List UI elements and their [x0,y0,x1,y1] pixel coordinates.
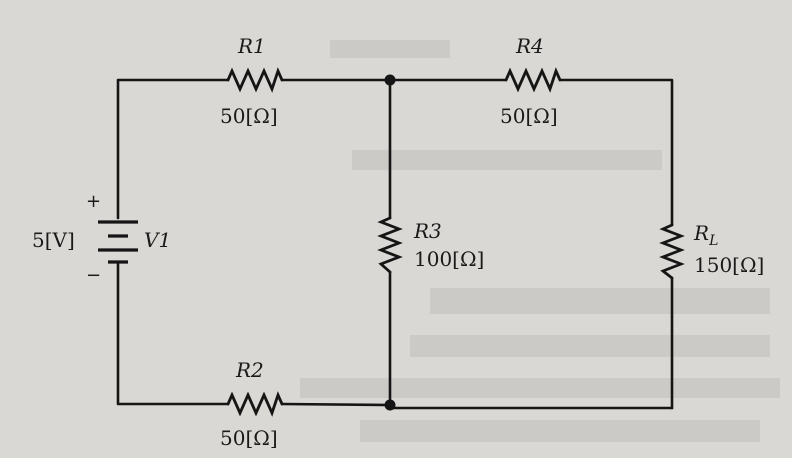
resistor-r4: R4 50[Ω] [500,34,562,128]
resistor-r2-zigzag [226,391,284,417]
junction-node-bottom [384,399,396,411]
battery-name-label: V1 [144,228,171,252]
resistor-r3: R3 100[Ω] [377,216,484,274]
resistor-rl-name-subscript: L [708,233,718,249]
resistor-r2-name: R2 [235,358,264,382]
resistor-r3-value: 100[Ω] [414,247,484,271]
wire-bottom-middle [280,402,392,407]
resistor-r2: R2 50[Ω] [220,358,284,450]
battery-minus-sign: − [86,265,101,286]
bleed-through-texture [300,40,780,442]
wire-bottom-left [116,260,230,406]
resistor-r2-value: 50[Ω] [220,426,278,450]
resistor-rl-name: RL [693,221,718,249]
resistor-r3-name: R3 [413,219,442,243]
resistor-rl: RL 150[Ω] [659,221,764,280]
battery-v1: + − 5[V] V1 [32,191,171,286]
resistor-r3-zigzag [377,216,403,274]
resistor-r4-value: 50[Ω] [500,104,558,128]
resistor-r1-zigzag [226,67,284,93]
junction-nodes [384,74,396,411]
battery-value-label: 5[V] [32,228,75,252]
resistor-rl-zigzag [659,223,685,280]
resistor-r1-value: 50[Ω] [220,104,278,128]
wire-top-right [558,78,674,227]
resistor-rl-name-main: R [693,221,709,245]
wire-top-left [116,78,230,220]
battery-plus-sign: + [86,191,101,212]
resistor-r1: R1 50[Ω] [220,34,284,128]
resistor-rl-value: 150[Ω] [694,253,764,277]
resistor-r1-name: R1 [237,34,266,58]
junction-node-top [384,74,396,86]
resistor-r4-name: R4 [515,34,544,58]
resistor-r4-zigzag [504,67,562,93]
